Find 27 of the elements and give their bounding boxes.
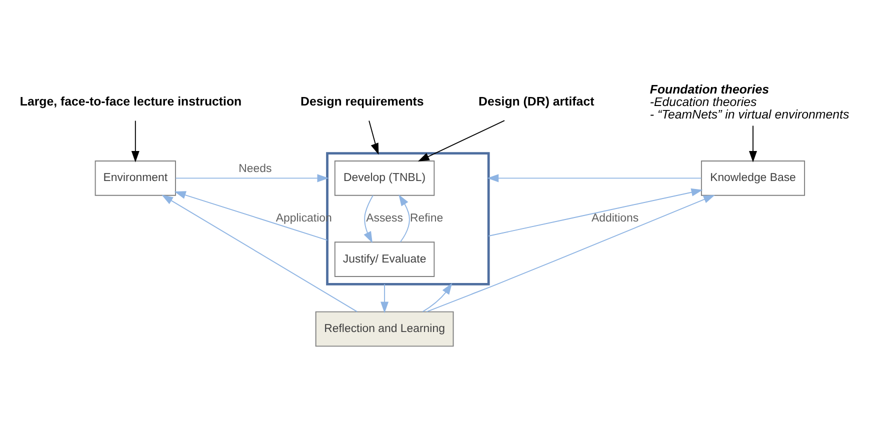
node-text: Foundation theories -Education theories - “TeamNets” in virtual environments xyxy=(650,82,850,122)
node-box: Develop (TNBL) xyxy=(334,160,435,196)
arrow xyxy=(368,120,379,155)
arrow xyxy=(418,120,505,162)
arrow xyxy=(175,174,329,182)
arrow xyxy=(488,188,703,236)
node-text: Design (DR) artifact xyxy=(478,94,594,109)
edge-label: Refine xyxy=(410,212,444,225)
arrow xyxy=(398,194,410,242)
arrow xyxy=(748,125,758,162)
node-text: Large, face-to-face lecture instruction xyxy=(20,94,242,109)
edge-label: Additions xyxy=(592,212,639,225)
arrow xyxy=(487,174,702,182)
node-box: Justify/ Evaluate xyxy=(334,242,435,277)
node-box: Reflection and Learning xyxy=(315,311,454,347)
edge-label: Needs xyxy=(238,163,272,176)
node-box: Environment xyxy=(94,160,176,196)
arrow xyxy=(162,194,358,312)
node-text: Design requirements xyxy=(300,94,424,109)
node-box: Knowledge Base xyxy=(700,160,806,196)
edge-label: Assess xyxy=(366,212,403,225)
arrow xyxy=(131,120,140,162)
arrow xyxy=(426,194,715,312)
arrow xyxy=(364,194,374,244)
arrow xyxy=(422,282,452,312)
arrow xyxy=(380,284,389,314)
arrow xyxy=(174,191,328,241)
